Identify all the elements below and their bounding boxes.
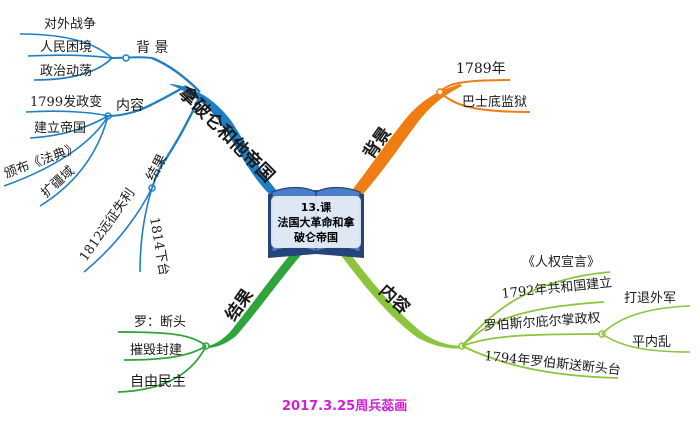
neirong-item-2: 建立帝国 [34,120,86,136]
neirong-leaf-line-3 [3,115,109,187]
beijing-item-1: 对外战争 [44,17,96,32]
author-signature: 2017.3.25周兵蕊画 [282,398,407,414]
book-label-plate [271,196,361,248]
content-main-branch [340,248,466,349]
beijing-label: 背 景 [136,40,168,56]
neirong-connector [107,109,141,117]
beijing-connector [111,56,153,59]
center-line-3: 破仑帝国 [294,230,338,244]
napoleon-sub-trunk-b [139,84,187,112]
beijing-item-3: 政治动荡 [40,64,92,79]
beijing-leaf-line-3 [33,57,113,81]
beijing-item-2: 人民困境 [40,40,92,55]
jieguo-leaf-line-1 [83,187,153,273]
content-item-2: 1792年共和国建立 [501,275,613,302]
napoleon-title: 拿破仑和他帝国 [174,81,279,186]
center-line-2: 法国大革命和拿 [278,215,356,229]
content-item-1: 《人权宣言》 [522,254,600,270]
center-line-1: 13.课 [301,200,332,214]
background-item-2: 巴士底监狱 [462,94,527,110]
content-item-3: 罗伯斯尔庇尔掌政权 [483,310,601,334]
neirong-leaf-line-1 [25,110,109,117]
napoleon-branch: 背 景 对外战争 人民困境 政治动荡 内容 1799发政变 建立帝国 颁布《法典… [2,17,282,277]
jieguo-item-2: 1814下台 [146,216,171,277]
result-leaf-line-3 [117,345,207,393]
background-leaf-line-2 [439,91,531,113]
beijing-leaf-line-1 [19,33,113,59]
neirong-label: 内容 [116,97,144,114]
center-topic: 13.课 法国大革命和拿 破仑帝国 [268,186,364,258]
content-item-4: 1794年罗伯斯送断头台 [484,349,622,378]
neirong-leaf-line-2 [29,115,109,139]
result-leaf-line-2 [123,345,207,361]
result-item-2: 摧毁封建 [130,343,182,358]
background-main-branch [346,84,462,204]
napoleon-beijing-group: 背 景 对外战争 人民困境 政治动荡 [19,17,168,81]
result-main-branch [206,250,302,348]
content-title: 内容 [375,280,414,318]
content-sub-line-1 [601,305,691,335]
result-item-3: 自由民主 [130,374,186,390]
result-branch: 罗：断头 摧毁封建 自由民主 结果 [117,250,302,393]
content-leaf-line-1 [461,271,611,347]
content-branch: 《人权宣言》 1792年共和国建立 罗伯斯尔庇尔掌政权 1794年罗伯斯送断头台… [340,248,691,379]
result-item-1: 罗：断头 [134,315,186,330]
background-node [436,88,444,96]
beijing-node [122,54,130,62]
content-leaf-line-2 [461,301,605,347]
result-leaf-line-1 [117,331,207,347]
neirong-leaf-line-4 [39,115,109,207]
jieguo-connector [151,167,161,189]
beijing-leaf-line-2 [27,54,113,59]
napoleon-sub-trunk-a [151,56,201,93]
napoleon-main-branch [169,84,282,200]
content-sub-item-1: 打退外军 [624,291,676,306]
napoleon-sub-trunk-c [159,95,202,169]
napoleon-jieguo-group: 结果 1812远征失利 1814下台 [77,152,171,277]
background-branch: 1789年 巴士底监狱 背景 [346,61,531,204]
neirong-item-1: 1799发政变 [30,94,102,110]
background-item-1: 1789年 [456,61,506,77]
jieguo-leaf-line-2 [139,187,153,273]
content-sub-line-2 [601,333,691,353]
content-leaf-line-4 [461,345,619,379]
content-leaf-line-3 [461,333,603,347]
content-sub-item-2: 平内乱 [632,334,671,350]
